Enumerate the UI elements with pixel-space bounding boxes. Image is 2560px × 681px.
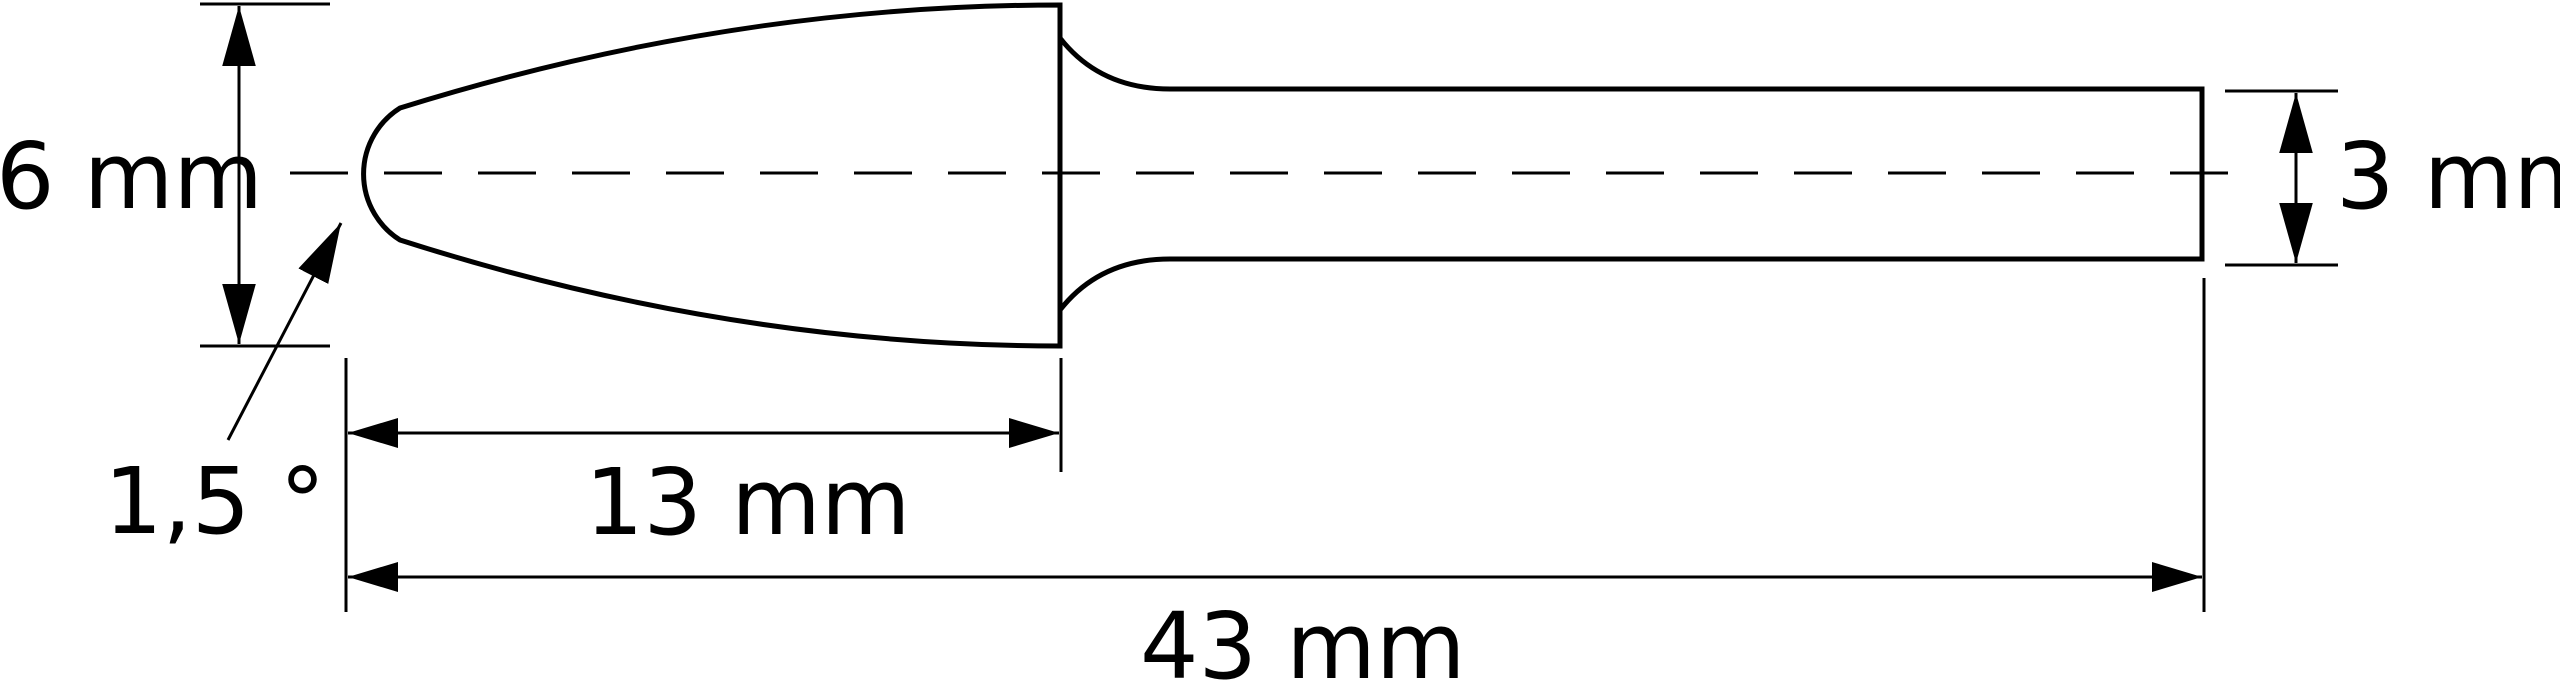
head-diameter-label: 6 mm xyxy=(0,123,263,230)
tip-radius-leader xyxy=(226,222,343,441)
bur-head-outline xyxy=(361,2,1063,349)
tip-radius-label: 1,5 ° xyxy=(104,448,326,555)
head-length-label: 13 mm xyxy=(585,449,911,556)
overall-length-label: 43 mm xyxy=(1140,593,1466,681)
shank-diameter-label: 3 mm xyxy=(2336,123,2560,230)
